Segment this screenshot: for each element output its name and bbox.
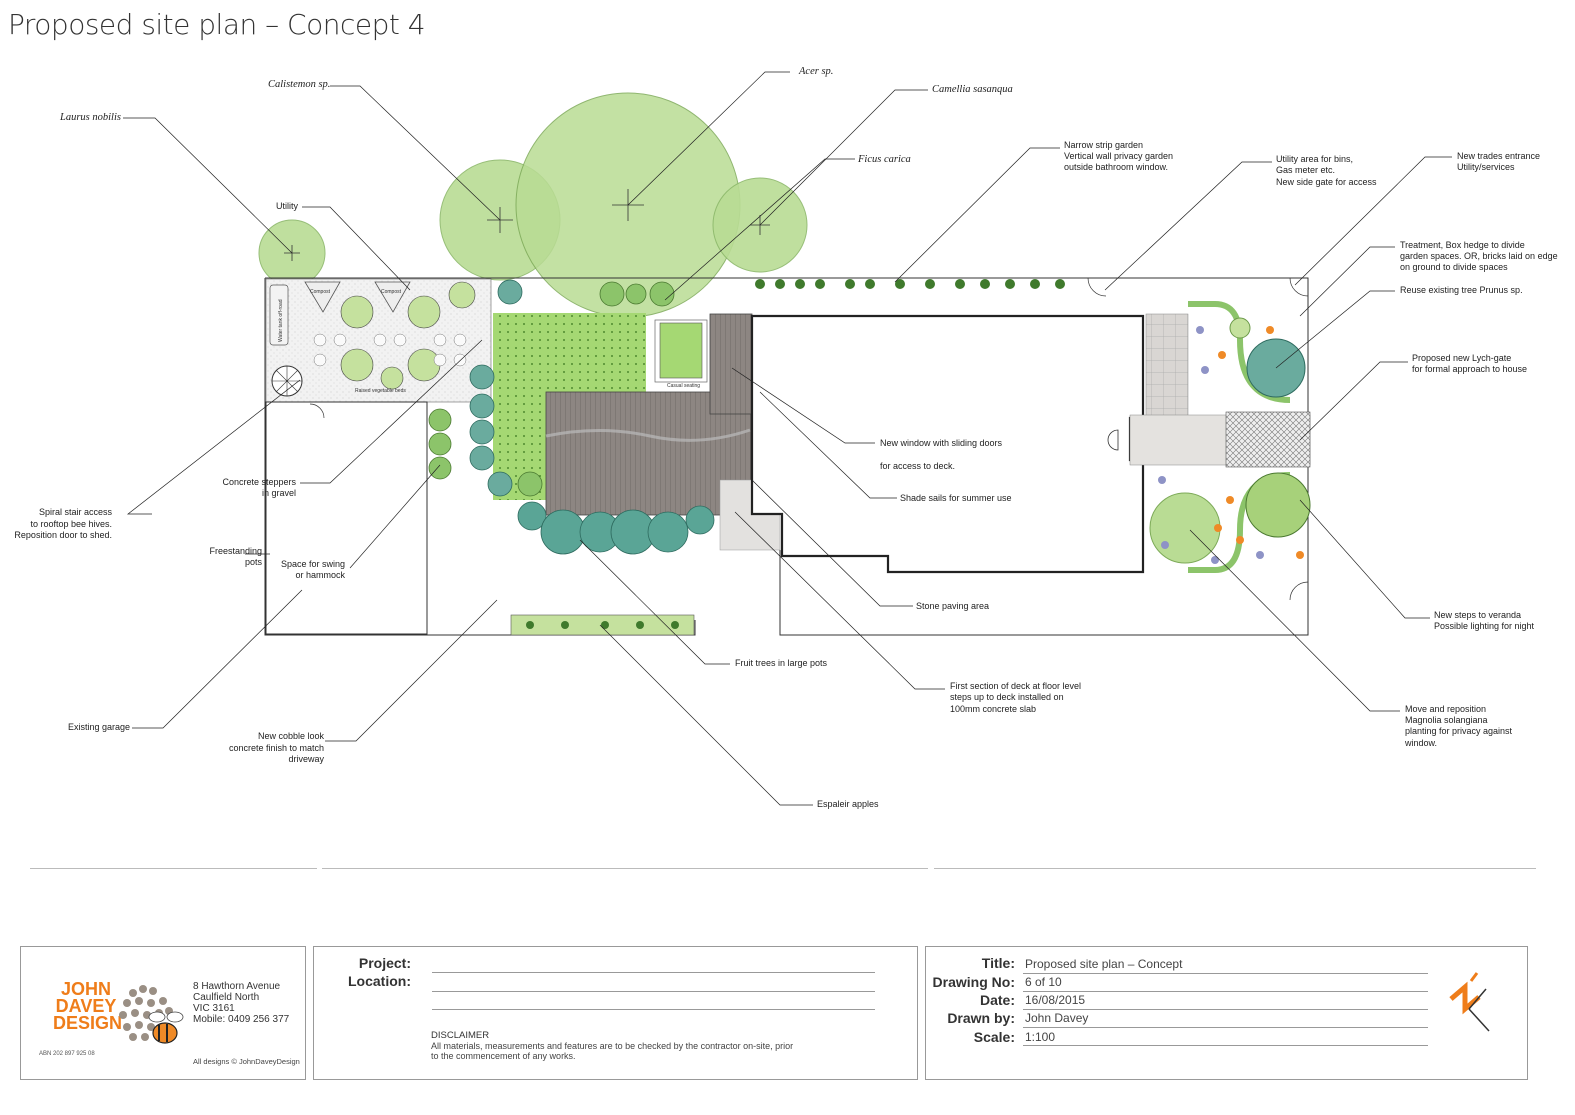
label-fruit-trees: Fruit trees in large pots: [735, 658, 828, 668]
address-line-1: 8 Hawthorn Avenue: [193, 981, 281, 992]
location-label: Location:: [348, 973, 411, 989]
scale-value: 1:100: [1025, 1030, 1056, 1044]
info-line-3: [1023, 1009, 1428, 1010]
dandelion-bee-icon: [119, 985, 184, 1044]
drawing-no-label: Drawing No:: [932, 974, 1015, 990]
project-line-1: [432, 972, 875, 973]
north-arrow-icon: [1449, 972, 1490, 1032]
label-reuse-tree: Reuse existing tree Prunus sp.: [1400, 285, 1523, 295]
project-label: Project:: [358, 955, 411, 971]
disclaimer-line-2: to the commencement of any works.: [431, 1051, 576, 1061]
label-utility: Utility: [276, 201, 298, 211]
label-casual-seating: Casual seating: [667, 383, 700, 389]
title-value: Proposed site plan – Concept: [1025, 957, 1183, 971]
fruit-trees: [517, 501, 715, 555]
logo-line-1: JOHN: [60, 979, 111, 999]
label-ficus: Ficus carica: [857, 154, 911, 165]
label-existing-garage: Existing garage: [68, 722, 130, 732]
label-water-tank: Water tank off-road: [278, 299, 284, 342]
label-compost-1: Compost: [310, 289, 331, 295]
raised-beds: [340, 281, 476, 390]
separator-middle: [322, 868, 928, 869]
info-line-5: [1023, 1045, 1428, 1046]
separator-left: [30, 868, 317, 869]
address-line-2: Caulfield North: [193, 992, 260, 1003]
compost-bin-1: [304, 281, 341, 313]
water-tank: [269, 284, 289, 346]
company-abn: ABN 202 897 925 08: [39, 1051, 95, 1057]
company-copyright: All designs © JohnDaveyDesign: [193, 1057, 300, 1066]
info-line-1: [1023, 973, 1428, 974]
label-acer: Acer sp.: [798, 66, 833, 77]
tree-magnolia: [1245, 472, 1311, 538]
date-value: 16/08/2015: [1025, 993, 1086, 1007]
drawing-info-panel: Title: Drawing No: Date: Drawn by: Scale…: [925, 946, 1528, 1080]
project-line-2: [432, 991, 875, 992]
front-plants: [1214, 326, 1304, 559]
logo-line-3: DESIGN: [53, 1013, 123, 1033]
stepping-stones: [313, 333, 467, 367]
existing-garage-outline: [265, 401, 428, 635]
label-stone-paving: Stone paving area: [916, 601, 989, 611]
company-address: 8 Hawthorn Avenue Caulfield North VIC 31…: [193, 981, 289, 1025]
label-callistemon: Calistemon sp.: [268, 79, 330, 90]
company-logo-text: JOHN DAVEY DESIGN: [53, 979, 123, 1033]
info-line-4: [1023, 1027, 1428, 1028]
date-label: Date:: [979, 992, 1015, 1008]
disclaimer-heading: DISCLAIMER: [431, 1030, 490, 1041]
project-line-3: [432, 1009, 875, 1010]
boundary-shrubs: [469, 279, 523, 497]
label-utility-area: Utility area for bins,Gas meter etc.New …: [1276, 154, 1377, 187]
page-title: Proposed site plan – Concept 4: [8, 8, 426, 41]
label-espalier: Espaleir apples: [817, 799, 879, 809]
label-laurus: Laurus nobilis: [59, 112, 121, 123]
label-raised-beds: Raised vegetable beds: [355, 388, 406, 394]
info-line-2: [1023, 991, 1428, 992]
disclaimer-line-1: All materials, measurements and features…: [431, 1041, 794, 1051]
title-label: Title:: [981, 955, 1015, 971]
address-line-3: VIC 3161: [193, 1003, 235, 1014]
drawn-by-label: Drawn by:: [947, 1010, 1015, 1026]
disclaimer-text: All materials, measurements and features…: [431, 1041, 793, 1061]
label-compost-2: Compost: [381, 289, 402, 295]
drawn-by-value: John Davey: [1025, 1011, 1089, 1025]
project-panel: Project: Location: DISCLAIMER All materi…: [313, 946, 918, 1080]
address-line-4: Mobile: 0409 256 377: [193, 1014, 290, 1025]
compost-bin-2: [374, 281, 411, 313]
separator-right: [934, 868, 1536, 869]
leader-lines: [123, 71, 1452, 806]
scale-label: Scale:: [973, 1029, 1015, 1045]
logo-line-2: DAVEY: [55, 996, 117, 1016]
company-panel: JOHN DAVEY DESIGN ABN 202 897 925 08 8 H…: [20, 946, 306, 1080]
label-shade-sails: Shade sails for summer use: [900, 493, 1012, 503]
label-camellia: Camellia sasanqua: [932, 84, 1013, 95]
strip-garden-plants: [755, 279, 1065, 289]
lych-gate: [1225, 411, 1311, 468]
drawing-no-value: 6 of 10: [1025, 975, 1062, 989]
